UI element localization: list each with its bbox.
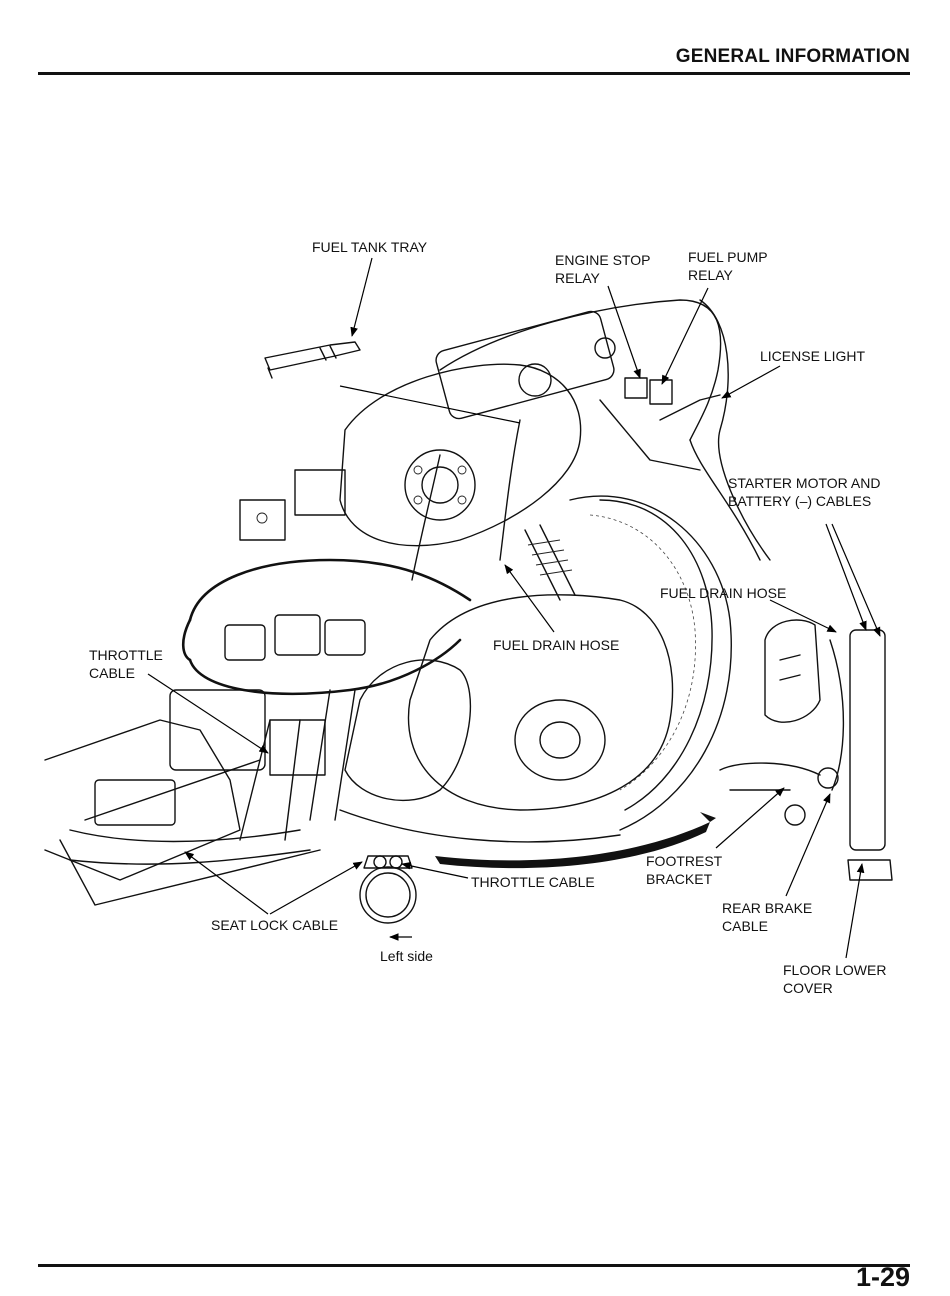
left-side-inset — [360, 856, 416, 937]
callout-throttle-cable-bottom: THROTTLE CABLE — [471, 873, 595, 891]
page-number: 1-29 — [856, 1262, 910, 1293]
callout-throttle-cable-left: THROTTLE CABLE — [89, 646, 163, 682]
callout-fuel-tank-tray: FUEL TANK TRAY — [312, 238, 427, 256]
callout-rear-brake-cable: REAR BRAKE CABLE — [722, 899, 812, 935]
callout-starter-motor-cables: STARTER MOTOR AND BATTERY (–) CABLES — [728, 474, 880, 510]
caption-left-side: Left side — [380, 947, 433, 965]
callout-seat-lock-cable: SEAT LOCK CABLE — [211, 916, 338, 934]
callout-fuel-drain-hose-center: FUEL DRAIN HOSE — [493, 636, 619, 654]
callout-fuel-drain-hose-right: FUEL DRAIN HOSE — [660, 584, 786, 602]
right-inset-drawing — [720, 620, 892, 880]
scooter-frame-drawing — [45, 300, 770, 905]
callout-floor-lower-cover: FLOOR LOWER COVER — [783, 961, 886, 997]
callout-engine-stop-relay: ENGINE STOP RELAY — [555, 251, 650, 287]
fuel-tank-tray-part — [265, 342, 360, 378]
callout-fuel-pump-relay: FUEL PUMP RELAY — [688, 248, 768, 284]
footer-rule — [38, 1264, 910, 1267]
callout-footrest-bracket: FOOTREST BRACKET — [646, 852, 722, 888]
callout-license-light: LICENSE LIGHT — [760, 347, 865, 365]
